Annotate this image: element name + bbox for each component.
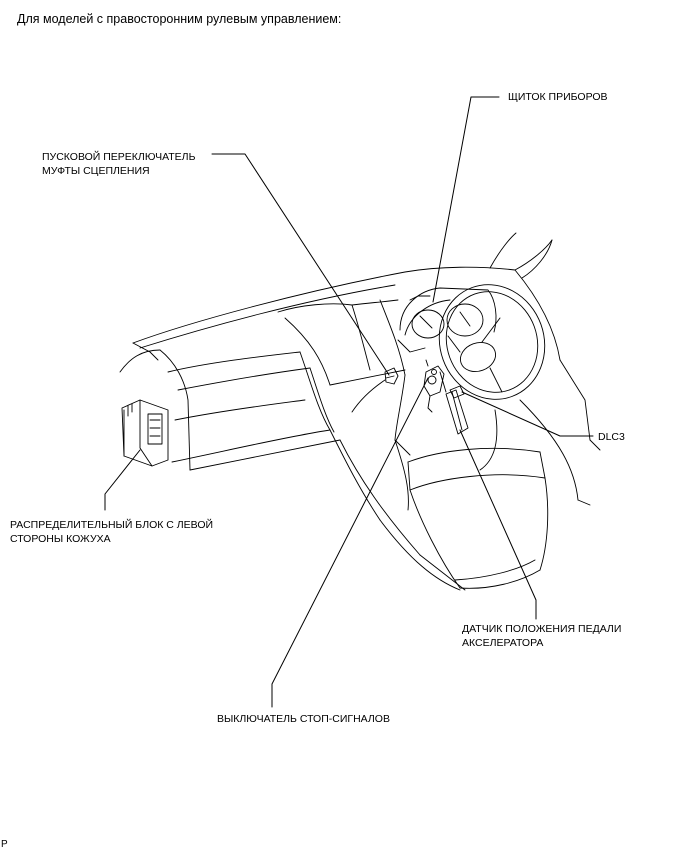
dashboard-outline	[119, 232, 601, 591]
leader-instrument-panel	[432, 96, 500, 303]
leader-dlc3	[461, 391, 594, 437]
dlc3-connector	[449, 385, 465, 399]
clutch-start-switch	[384, 367, 399, 385]
steering-wheel	[438, 284, 546, 400]
label-junction-block-line1: РАСПРЕДЕЛИТЕЛЬНЫЙ БЛОК С ЛЕВОЙ	[10, 519, 214, 531]
page-heading: Для моделей с правосторонним рулевым упр…	[17, 12, 342, 26]
label-clutch-switch-line1: ПУСКОВОЙ ПЕРЕКЛЮЧАТЕЛЬ	[42, 151, 196, 163]
leader-clutch-switch	[211, 153, 390, 376]
label-stop-lamp-switch: ВЫКЛЮЧАТЕЛЬ СТОП-СИГНАЛОВ	[217, 713, 390, 725]
leader-lines	[104, 96, 594, 708]
label-instrument-panel: ЩИТОК ПРИБОРОВ	[508, 91, 608, 103]
junction-block	[121, 399, 169, 467]
leader-stop-lamp	[271, 377, 429, 708]
leader-junction-block	[104, 449, 141, 511]
label-pedal-sensor-line2: АКСЕЛЕРАТОРА	[462, 637, 544, 649]
label-dlc3: DLC3	[598, 431, 625, 443]
corner-mark: P	[1, 839, 8, 850]
label-clutch-switch-line2: МУФТЫ СЦЕПЛЕНИЯ	[42, 165, 150, 177]
label-junction-block-line2: СТОРОНЫ КОЖУХА	[10, 533, 111, 545]
accelerator-pedal	[439, 371, 469, 435]
leader-pedal-sensor	[459, 429, 537, 620]
label-clutch-switch: ПУСКОВОЙ ПЕРЕКЛЮЧАТЕЛЬ МУФТЫ СЦЕПЛЕНИЯ	[42, 150, 195, 178]
instrument-cluster	[397, 287, 497, 353]
label-pedal-sensor: ДАТЧИК ПОЛОЖЕНИЯ ПЕДАЛИ АКСЕЛЕРАТОРА	[462, 622, 621, 650]
label-junction-block: РАСПРЕДЕЛИТЕЛЬНЫЙ БЛОК С ЛЕВОЙ СТОРОНЫ К…	[10, 518, 213, 546]
pedal-bracket	[423, 359, 445, 413]
label-pedal-sensor-line1: ДАТЧИК ПОЛОЖЕНИЯ ПЕДАЛИ	[462, 623, 622, 635]
